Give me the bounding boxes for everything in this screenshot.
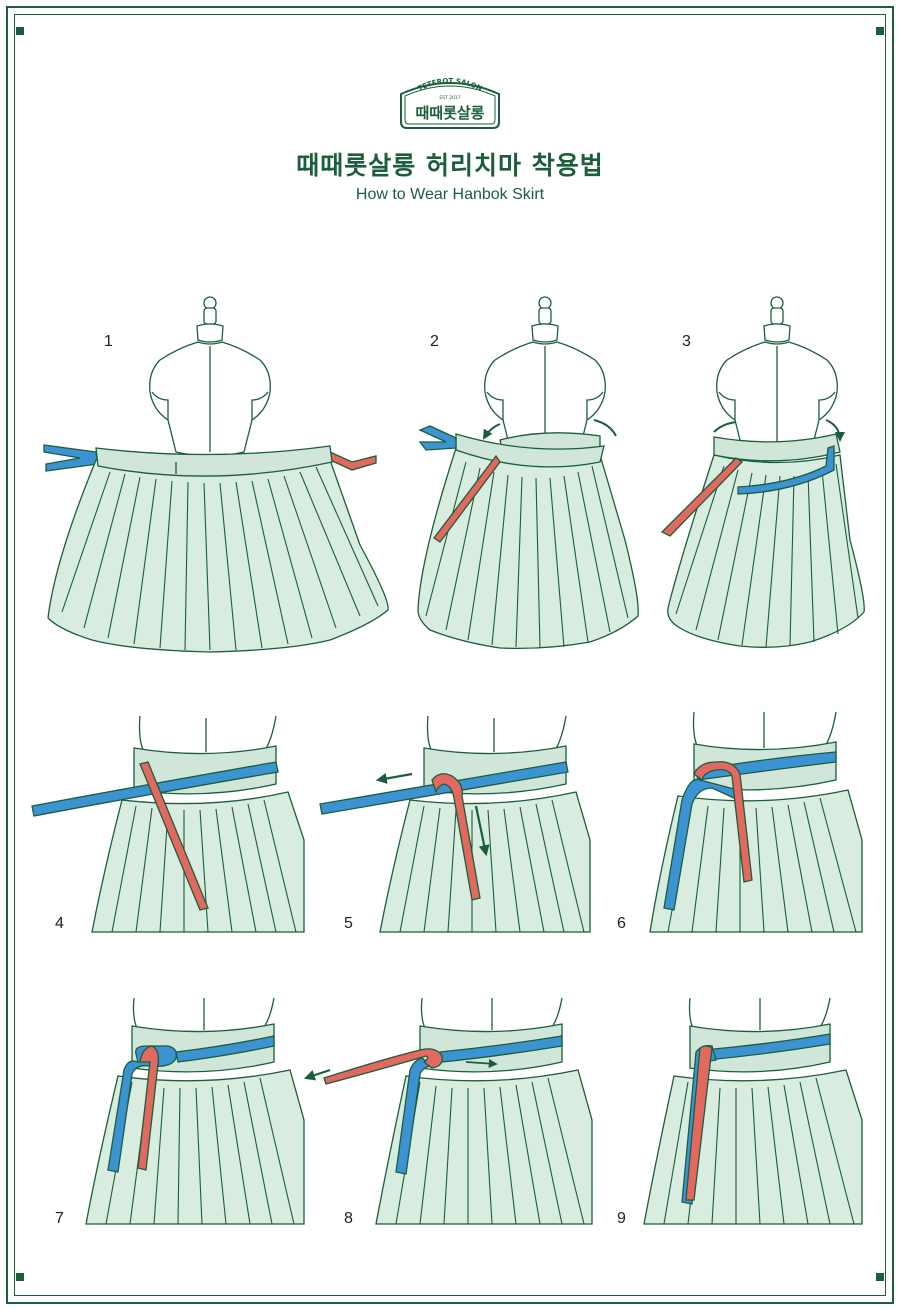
step-number-5: 5	[344, 915, 353, 932]
step-2-pleats	[425, 461, 629, 649]
step-number-8: 8	[344, 1210, 353, 1227]
step-5-left-arrow	[375, 772, 413, 784]
step-4-pleats	[111, 799, 297, 933]
step-4-skirt	[91, 791, 305, 933]
step-7-red-tie	[137, 1045, 160, 1171]
logo-est-text: EST 2017	[439, 95, 460, 101]
step-8-illustration	[303, 997, 593, 1225]
step-1-mannequin	[149, 296, 271, 457]
step-1-pleats	[61, 466, 379, 651]
step-number-6: 6	[617, 915, 626, 932]
step-3-pleats	[675, 463, 859, 648]
step-5-down-arrow	[474, 805, 490, 857]
step-3-red-tie	[660, 457, 744, 537]
step-1-skirt	[47, 459, 389, 653]
page-subtitle: How to Wear Hanbok Skirt	[355, 186, 545, 203]
step-8-blue-band	[439, 1035, 563, 1063]
step-2-left-arrow	[482, 423, 501, 440]
step-2-blue-tie	[418, 425, 457, 451]
brand-logo: TETEROT SALON EST 2017 때때롯살롱	[400, 77, 500, 129]
step-8-left-arrow	[303, 1068, 331, 1081]
step-8-right-arrow	[465, 1059, 498, 1069]
step-1-blue-tie	[43, 444, 99, 472]
step-5-blue-tie	[319, 761, 569, 815]
step-7-illustration	[85, 997, 305, 1225]
step-2-skirt	[417, 447, 639, 650]
outer-border	[6, 6, 894, 1304]
step-number-2: 2	[430, 333, 439, 350]
step-9-red-tie	[685, 1045, 713, 1201]
inner-border	[14, 14, 886, 1296]
step-3-waistband	[713, 433, 841, 462]
step-3-blue-tie	[737, 445, 835, 495]
step-5-skirt	[379, 791, 591, 933]
step-9-blue-band	[703, 1033, 831, 1061]
step-6-blue-tie	[663, 778, 739, 911]
step-1-waistband	[95, 445, 333, 477]
step-number-1: 1	[104, 333, 113, 350]
step-number-7: 7	[55, 1210, 64, 1227]
step-7-blue-band	[175, 1035, 275, 1063]
step-3-skirt	[667, 454, 865, 648]
step-1-illustration	[43, 296, 389, 653]
step-3-mannequin	[716, 296, 838, 457]
step-3-left-arrow	[713, 421, 737, 433]
step-7-blue-tie	[107, 1045, 177, 1173]
step-3-right-arrow	[825, 419, 845, 442]
step-9-illustration	[643, 997, 863, 1225]
step-2-mannequin	[484, 296, 606, 457]
step-2-illustration	[417, 296, 639, 650]
step-4-red-tie	[139, 761, 209, 911]
step-number-4: 4	[55, 915, 64, 932]
corner-square-bottom-left	[16, 1273, 24, 1281]
step-2-red-tie	[433, 454, 501, 543]
step-2-right-arrow	[593, 419, 617, 437]
page-title: 때때롯살롱 허리치마 착용법	[296, 151, 604, 180]
step-5-illustration	[319, 715, 591, 933]
step-6-red-tie	[693, 761, 753, 883]
step-number-3: 3	[682, 333, 691, 350]
step-number-9: 9	[617, 1210, 626, 1227]
step-4-illustration	[31, 715, 305, 933]
corner-square-bottom-right	[876, 1273, 884, 1281]
step-1-red-tie	[329, 450, 377, 471]
step-8-blue-tie	[395, 1057, 434, 1175]
step-8-red-tie	[323, 1048, 443, 1085]
corner-square-top-right	[876, 27, 884, 35]
step-3-illustration	[660, 296, 865, 648]
corner-square-top-left	[16, 27, 24, 35]
logo-name-text: 때때롯살롱	[415, 104, 484, 122]
step-6-illustration	[649, 711, 863, 933]
step-5-red-tie	[431, 773, 481, 901]
